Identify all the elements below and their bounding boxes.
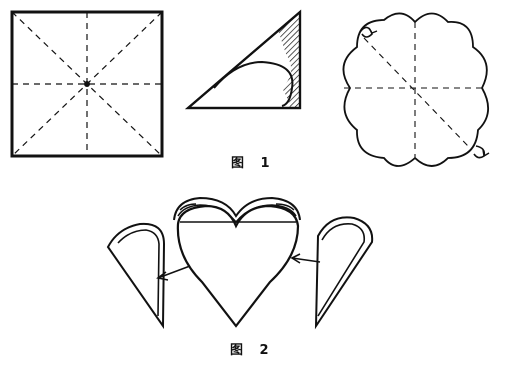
- figure-1-caption: 图 1: [231, 152, 276, 171]
- right-arrow-icon: [292, 254, 320, 263]
- figure-2-caption: 图 2: [230, 339, 275, 358]
- left-heart-flap-icon: [108, 224, 164, 326]
- folded-square-sheet-icon: [12, 12, 162, 156]
- figure-2: [108, 198, 372, 326]
- folded-triangle-icon: [188, 12, 300, 108]
- right-heart-flap-icon: [316, 217, 372, 326]
- figure-1: [12, 12, 489, 166]
- unfolded-flower-icon: [343, 13, 489, 166]
- heart-basket-icon: [174, 198, 300, 326]
